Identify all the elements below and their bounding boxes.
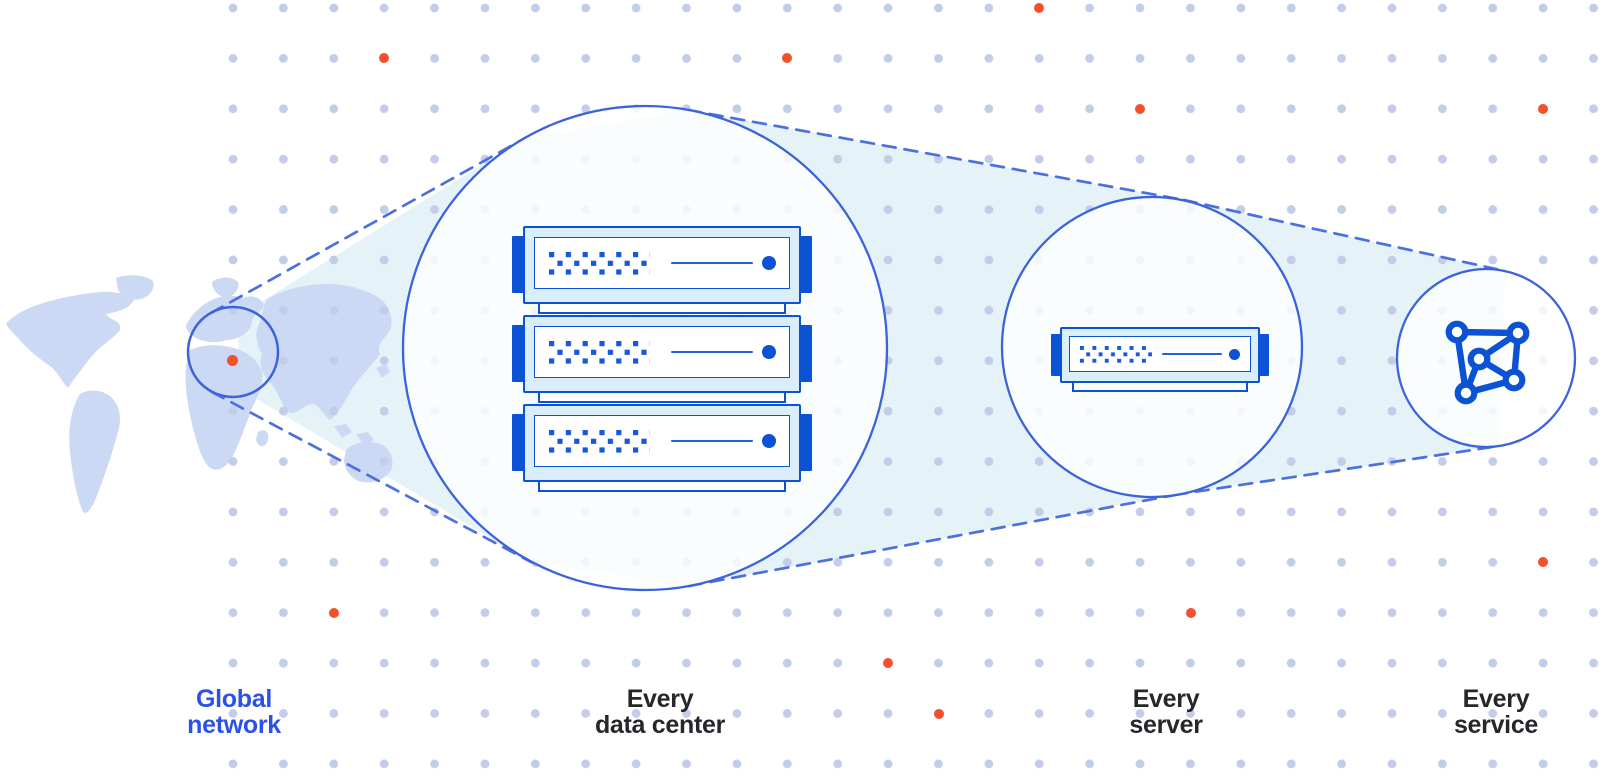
single-server bbox=[1051, 327, 1269, 392]
server-status-line bbox=[671, 439, 753, 443]
server-led bbox=[762, 434, 776, 448]
zoom-dash-line bbox=[686, 108, 1181, 201]
server-ear bbox=[1051, 334, 1061, 376]
label-global-network: Global network bbox=[187, 685, 281, 739]
globe-focus-circle bbox=[186, 305, 280, 399]
server-rack bbox=[512, 226, 812, 493]
server-chassis bbox=[1060, 327, 1260, 383]
server-ear bbox=[512, 414, 525, 471]
server-unit bbox=[512, 315, 812, 403]
server-panel bbox=[534, 326, 790, 378]
server-led bbox=[1229, 348, 1240, 360]
server-chassis bbox=[523, 226, 801, 304]
server-unit bbox=[512, 226, 812, 314]
accent-dot bbox=[329, 608, 339, 618]
server-dot-matrix-icon bbox=[549, 340, 650, 364]
server-ear bbox=[799, 325, 812, 382]
accent-dot bbox=[1135, 104, 1145, 114]
server-ear bbox=[799, 236, 812, 293]
accent-dot bbox=[883, 658, 893, 668]
server-led bbox=[762, 345, 776, 359]
accent-dot bbox=[1538, 104, 1548, 114]
server-panel bbox=[534, 237, 790, 289]
server-ear bbox=[799, 414, 812, 471]
server-status-line bbox=[671, 261, 753, 265]
zoom-dash-line bbox=[1172, 444, 1501, 497]
continent-north-america bbox=[6, 291, 134, 388]
network-mesh-icon bbox=[1445, 320, 1530, 405]
server-ear bbox=[512, 236, 525, 293]
server-unit bbox=[512, 404, 812, 492]
server-ear bbox=[512, 325, 525, 382]
label-every-server: Every server bbox=[1129, 685, 1203, 739]
accent-dot bbox=[1034, 3, 1044, 13]
label-every-data-center: Every data center bbox=[594, 685, 726, 739]
server-status-line bbox=[671, 350, 753, 354]
continent-south-america bbox=[69, 390, 120, 513]
label-every-service: Every service bbox=[1453, 685, 1539, 739]
map-location-marker bbox=[227, 355, 238, 366]
zoom-dash-line bbox=[687, 492, 1182, 588]
zoom-dash-line bbox=[1182, 198, 1507, 273]
server-status-line bbox=[1162, 352, 1222, 356]
server-chassis bbox=[523, 404, 801, 482]
server-unit bbox=[1051, 327, 1269, 392]
server-chassis bbox=[523, 315, 801, 393]
server-dot-matrix-icon bbox=[1080, 345, 1152, 363]
server-panel bbox=[1069, 336, 1251, 372]
server-led bbox=[762, 256, 776, 270]
accent-dot bbox=[1538, 557, 1548, 567]
accent-dot bbox=[379, 53, 389, 63]
server-panel bbox=[534, 415, 790, 467]
server-dot-matrix-icon bbox=[549, 251, 650, 275]
continent-greenland bbox=[116, 275, 154, 300]
zoom-dash-line bbox=[210, 390, 533, 564]
server-ear bbox=[1259, 334, 1269, 376]
zoom-dash-line bbox=[209, 135, 529, 315]
server-dot-matrix-icon bbox=[549, 429, 650, 453]
accent-dot bbox=[1186, 608, 1196, 618]
accent-dot bbox=[934, 709, 944, 719]
accent-dot bbox=[782, 53, 792, 63]
